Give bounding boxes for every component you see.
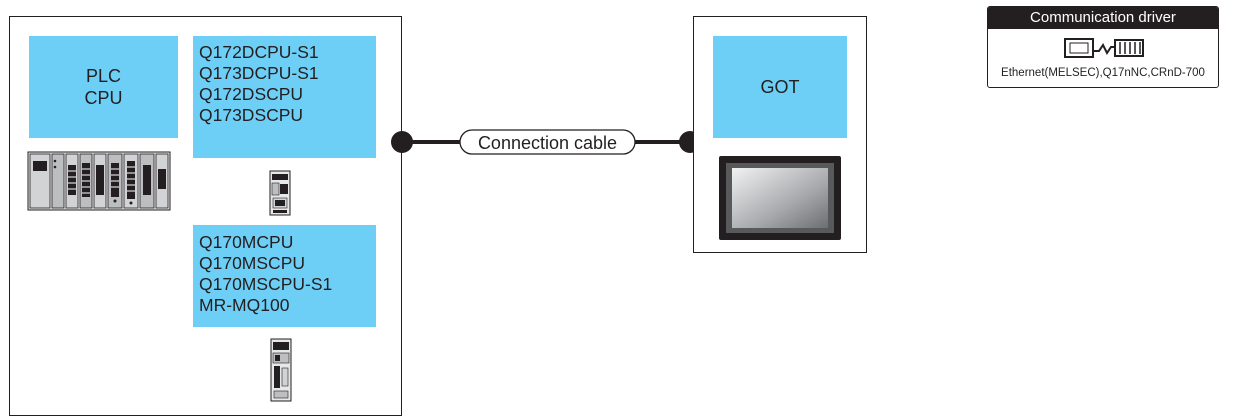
motion-cpu-model: Q173DSCPU xyxy=(199,105,304,125)
motion-cpu-model: MR-MQ100 xyxy=(199,295,290,315)
motion-cpu-model: Q170MSCPU xyxy=(199,253,306,273)
got-label-box: GOT xyxy=(713,36,847,138)
communication-driver-title: Communication driver xyxy=(988,7,1218,29)
motion-cpu-module-icon xyxy=(270,338,292,402)
motion-cpu-model: Q172DSCPU xyxy=(199,84,304,104)
plc-cpu-label-line1: PLC xyxy=(85,66,121,86)
motion-cpu-models-box-2: Q170MCPU Q170MSCPU Q170MSCPU-S1 MR-MQ100 xyxy=(193,225,376,327)
got-label: GOT xyxy=(760,77,800,97)
motion-cpu-model: Q173DCPU-S1 xyxy=(199,63,319,83)
plc-rack-illustration xyxy=(27,151,171,211)
motion-cpu-model: Q170MSCPU-S1 xyxy=(199,274,333,294)
plc-cpu-label-line2: CPU xyxy=(84,88,123,108)
motion-cpu-module-icon xyxy=(269,170,291,216)
connection-cable-label: Connection cable xyxy=(477,133,618,153)
plc-cpu-label-box: PLC CPU xyxy=(29,36,178,138)
connection-line xyxy=(391,129,701,155)
motion-cpu-model: Q172DCPU-S1 xyxy=(199,42,319,62)
motion-cpu-model: Q170MCPU xyxy=(199,232,294,252)
communication-driver-box: Communication driver Ethernet(MELSEC),Q1… xyxy=(987,6,1219,88)
communication-driver-text: Ethernet(MELSEC),Q17nNC,CRnD-700 xyxy=(1001,67,1205,79)
driver-icon xyxy=(1064,38,1144,58)
got-screen-illustration xyxy=(719,156,841,240)
motion-cpu-models-box-1: Q172DCPU-S1 Q173DCPU-S1 Q172DSCPU Q173DS… xyxy=(193,36,376,158)
